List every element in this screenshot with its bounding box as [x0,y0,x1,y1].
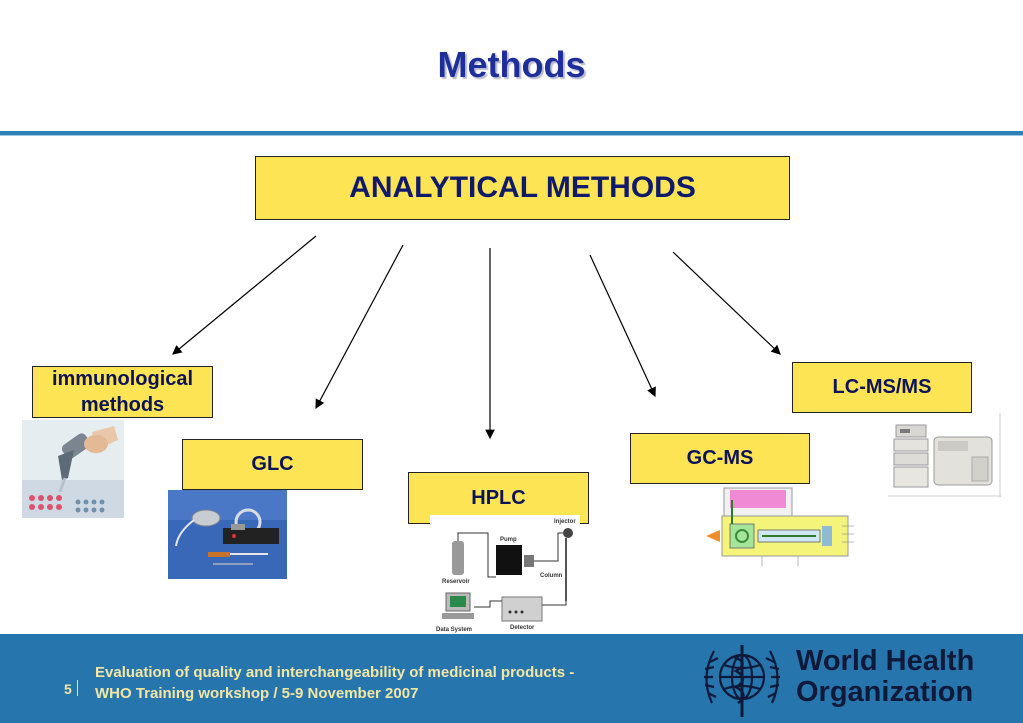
footer-caption: Evaluation of quality and interchangeabi… [95,662,574,704]
glc-apparatus-photo [168,490,287,579]
title-divider [0,131,1023,136]
hplc-label-column: Column [540,573,563,579]
immunoassay-pipette-photo [22,420,124,518]
gcms-schematic [702,486,862,572]
gcms-box: GC-MS [630,433,810,484]
glc-box: GLC [182,439,363,490]
page-number-divider [77,680,78,696]
analytical-methods-box: ANALYTICAL METHODS [255,156,790,220]
footer-caption-line1: Evaluation of quality and interchangeabi… [95,664,575,681]
arrow-to-immunological [172,235,317,355]
arrow-to-gcms [589,254,656,398]
immunological-methods-label: immunological methods [51,368,194,416]
footer-bar [0,634,1023,723]
slide-title: Methods [437,44,586,85]
hplc-label-reservoir: Reservoir [442,579,470,585]
hplc-label-detector: Detector [510,625,535,631]
immunological-methods-box: immunological methods [32,366,213,418]
footer-caption-line2: WHO Training workshop / 5-9 November 200… [95,685,419,702]
lcmsms-box: LC-MS/MS [792,362,972,413]
page-number: 5 [64,681,72,697]
arrow-to-glc [315,244,404,410]
hplc-label-data-system: Data System [436,627,472,633]
hplc-schematic: Injector Pump Reservoir Column Detector … [430,515,580,634]
who-emblem-icon [704,645,780,717]
who-name-line2: Organization [796,676,974,708]
hplc-label-injector: Injector [554,519,576,525]
who-organization-name: World Health Organization [796,646,974,708]
who-name-line1: World Health [796,645,975,677]
hplc-label-pump: Pump [500,537,517,543]
arrow-to-lcmsms [672,251,781,355]
lcmsms-instrument-photo [888,413,1001,497]
